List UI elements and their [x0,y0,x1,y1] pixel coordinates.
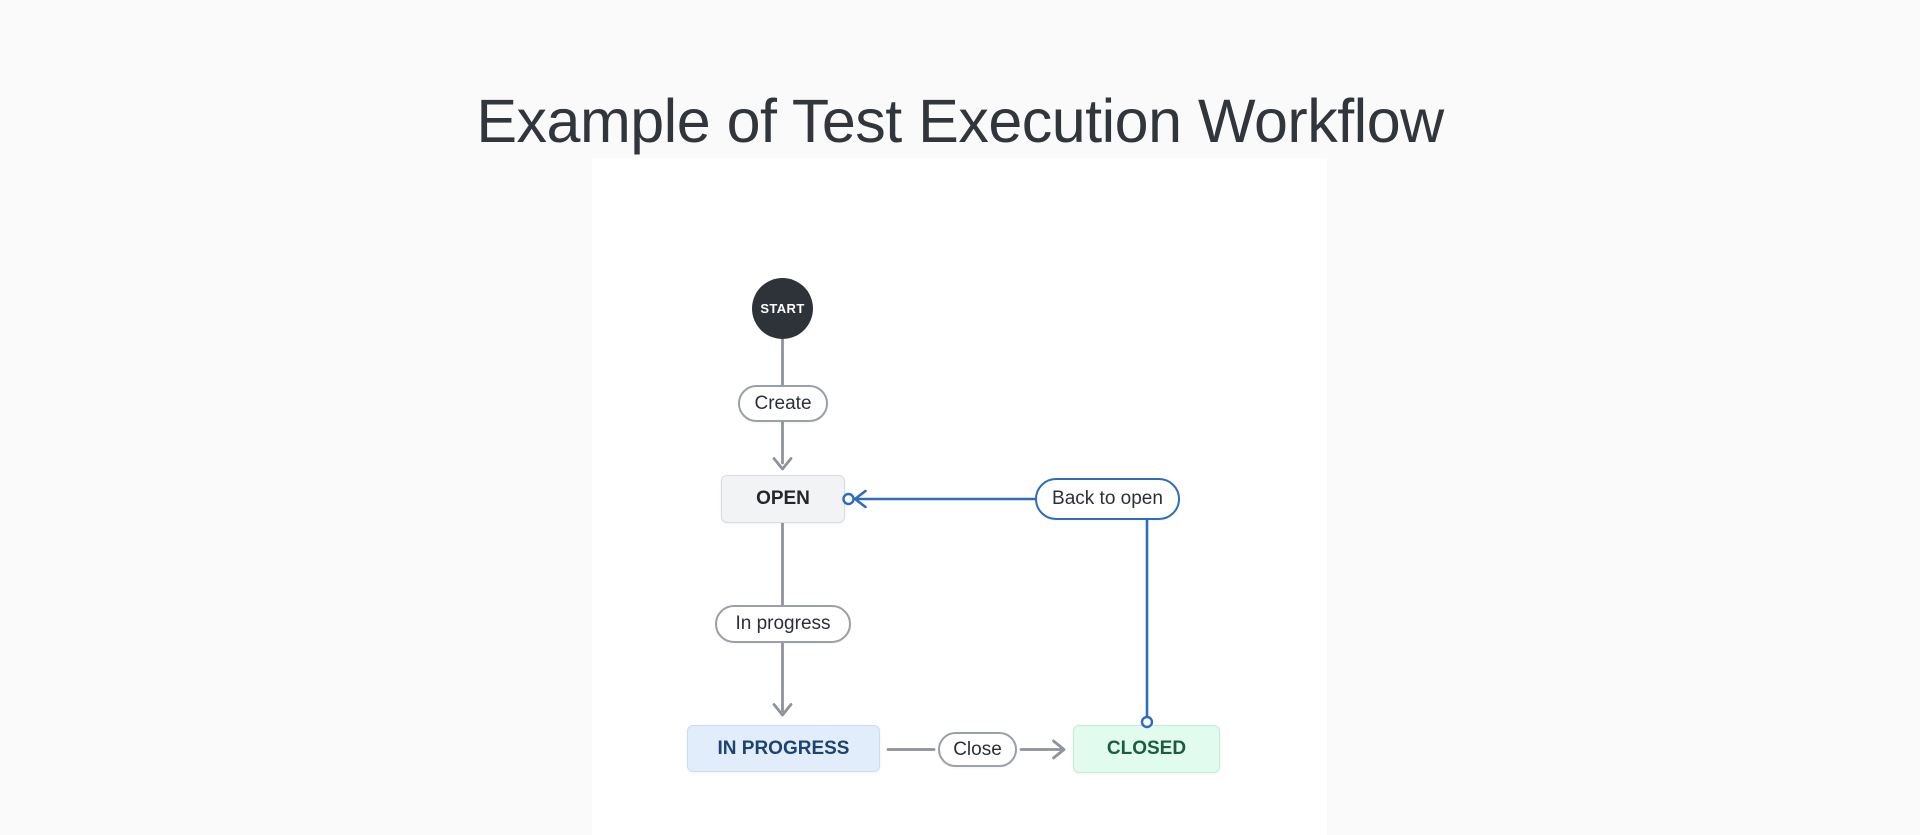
start-node: START [752,278,813,339]
workflow-diagram-panel: START Create OPEN In progress IN PROGRES… [592,158,1327,835]
status-node-closed: CLOSED [1073,725,1220,773]
start-node-label: START [760,301,805,316]
transition-label: In progress [735,613,831,634]
status-label: IN PROGRESS [717,737,850,759]
transition-pill-back-to-open: Back to open [1035,478,1180,520]
transition-label: Back to open [1052,488,1163,509]
connection-point-open [842,492,855,506]
transition-pill-close: Close [938,732,1017,767]
arrowhead-left-back-to-open [853,489,867,509]
status-node-in-progress: IN PROGRESS [687,725,880,772]
edge-closed-back-to-open [856,497,1149,718]
transition-pill-create: Create [738,385,828,422]
status-label: OPEN [756,488,810,509]
status-label: CLOSED [1106,738,1187,759]
transition-label: Close [953,738,1002,760]
status-node-open: OPEN [721,475,845,523]
arrowhead-down-open [772,457,793,471]
transition-label: Create [754,392,812,414]
page-title: Example of Test Execution Workflow [476,87,1444,155]
transition-pill-in-progress: In progress [715,605,851,643]
arrowhead-down-in-progress [772,703,793,717]
arrowhead-right-closed [1052,739,1066,760]
